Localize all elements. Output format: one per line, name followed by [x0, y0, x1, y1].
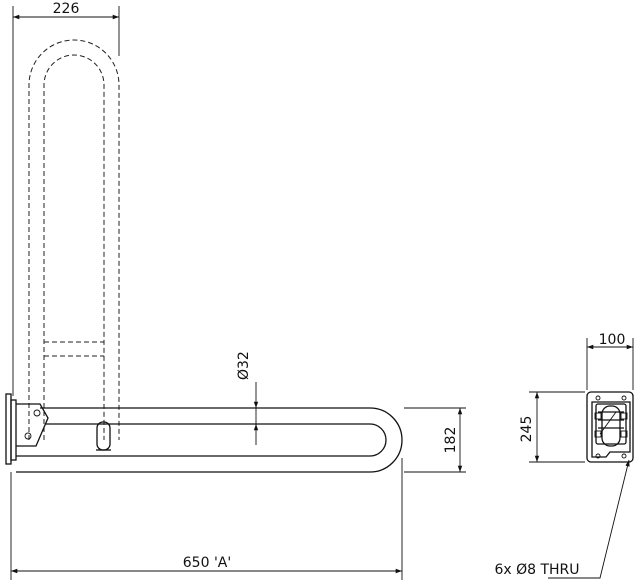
top-width-dimension: 226 [12, 1, 120, 396]
plate-height-label: 245 [519, 416, 535, 443]
plate-height-dimension: 245 [519, 391, 585, 463]
fixing-holes-label: 6x Ø8 THRU [494, 562, 579, 578]
tube-diameter-label: Ø32 [236, 351, 252, 380]
plate-width-dimension: 100 [586, 332, 634, 390]
grab-bar-lowered [16, 407, 403, 473]
bar-height-label: 182 [443, 427, 459, 454]
tube-diameter-dimension: Ø32 [236, 351, 259, 445]
bar-height-dimension: 182 [404, 407, 466, 473]
top-width-label: 226 [53, 1, 80, 17]
overall-length-label: 650 'A' [183, 555, 231, 571]
wall-plate-side [5, 393, 49, 465]
raised-position-outline [28, 39, 120, 440]
plate-width-label: 100 [599, 332, 626, 348]
fixing-holes-callout: 6x Ø8 THRU [494, 459, 630, 579]
overall-length-dimension: 650 'A' [10, 458, 403, 580]
wall-plate-front [586, 391, 634, 463]
